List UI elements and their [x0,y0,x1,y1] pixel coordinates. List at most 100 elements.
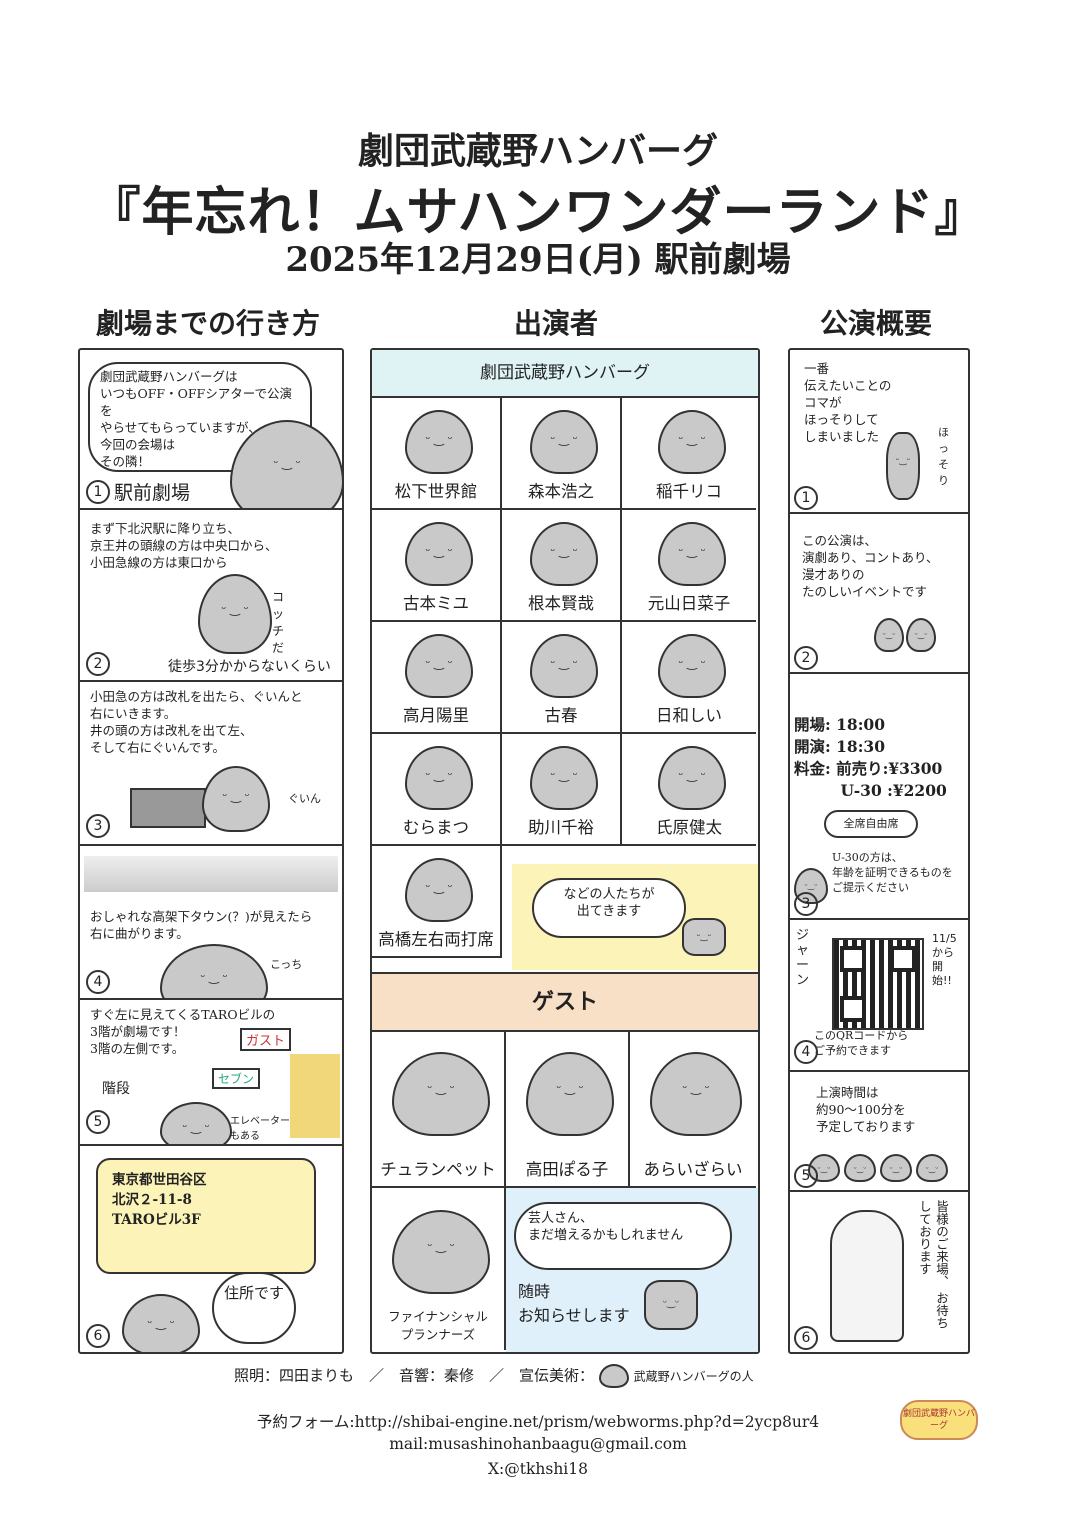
directions-text: 小田急の方は改札を出たら、ぐいんと 右にいきます。 井の頭の方は改札を出て左、 … [90,689,303,755]
mascot-icon: ᵕ ‿ ᵕ [530,746,598,810]
access-panel-3: 小田急の方は改札を出たら、ぐいんと 右にいきます。 井の頭の方は改札を出て左、 … [80,680,342,846]
overview-text: 一番 伝えたいことの コマが ほっそりして しまいました [804,361,892,444]
cast-member-name: 助川千裕 [528,818,594,837]
cast-member-name: 根本賢哉 [528,594,594,613]
credits-tail: 武蔵野ハンバーグの人 [633,1369,754,1384]
overview-text: 上演時間は 約90〜100分を 予定しております [816,1085,916,1134]
mascot-icon: ᵕ ‿ ᵕ [405,522,473,586]
reservation-form-link[interactable]: 予約フォーム:http://shibai-engine.net/prism/we… [256,1413,820,1431]
mascot-icon: ᵕ ‿ ᵕ [658,746,726,810]
mascot-icon [598,1364,629,1388]
mascot-icon: ᵕ ‿ ᵕ [658,410,726,474]
speech-bubble: 芸人さん、 まだ増えるかもしれません [514,1202,732,1270]
building-icon [290,1054,340,1138]
contact-mail[interactable]: mail:musashinohanbaagu@gmail.com [389,1435,687,1453]
mascot-icon: ᵕ ‿ ᵕ [202,766,270,832]
mascot-icon: ᵕ‿ᵕ [874,618,904,652]
others-panel: などの人たちが 出てきます ᵕ‿ᵕ [512,864,758,970]
access-panel-1: 劇団武蔵野ハンバーグは いつもOFF・OFFシアターで公演を やらせてもらってい… [80,350,342,510]
cast-member-name: 古春 [544,706,578,725]
mascot-icon: ᵕ‿ᵕ [916,1154,948,1182]
handwritten-label: ほっそり [938,426,949,487]
u30-note: U-30の方は、 年齢を証明できるものを ご提示ください [832,851,953,894]
person-illustration [830,1210,904,1342]
credits-text: 照明：四田まりも ／ 音響：秦修 ／ 宣伝美術： [234,1366,595,1385]
column-heading-cast: 出演者 [514,307,599,340]
mascot-icon: ᵕ ‿ ᵕ [658,634,726,698]
access-strip: 劇団武蔵野ハンバーグは いつもOFF・OFFシアターで公演を やらせてもらってい… [78,348,344,1354]
mascot-icon: ᵕ‿ᵕ [844,1154,876,1182]
access-panel-5: すぐ左に見えてくるTAROビルの 3階が劇場です！ 3階の左側です。 ガスト セ… [80,998,342,1146]
cast-member-name: 高橋左右両打席 [378,930,494,949]
mascot-icon: ᵕ ‿ ᵕ [530,410,598,474]
directions-text: おしゃれな高架下タウン(？)が見えたら 右に曲がります。 [90,909,313,941]
handwritten-label: 11/5から開始!! [932,932,957,987]
overview-panel-1: 一番 伝えたいことの コマが ほっそりして しまいました ᵕ‿ᵕ ほっそり 1 [790,350,968,514]
overview-text: 皆様のご来場、 お待ちしております [917,1200,949,1329]
panel-number: 4 [86,970,110,994]
cast-company-banner: 劇団武蔵野ハンバーグ [372,350,758,398]
cast-member-name: 稲千リコ [656,482,722,501]
show-date-venue: 2025年12月29日(月) 駅前劇場 [285,240,791,280]
company-name: 劇団武蔵野ハンバーグ [357,130,718,172]
guest-name: チュランペット [380,1160,496,1179]
panel-number: 1 [86,480,110,504]
mascot-icon: ᵕ ‿ ᵕ [160,944,268,998]
guest-card: ᵕ ‿ ᵕ チュランペット [372,1030,506,1188]
credits-line: 照明：四田まりも ／ 音響：秦修 ／ 宣伝美術： 武蔵野ハンバーグの人 [234,1364,754,1388]
mascot-icon: ᵕ ‿ ᵕ [530,634,598,698]
panel-number: 3 [86,814,110,838]
x-account[interactable]: X:@tkhshi18 [488,1460,588,1478]
mascot-icon: ᵕ ‿ ᵕ [405,634,473,698]
panel-number: 1 [794,486,818,510]
cast-member-name: 日和しい [656,706,722,725]
mascot-icon: ᵕ ‿ ᵕ [658,522,726,586]
sign-gusto: ガスト [240,1028,292,1051]
cast-member-name: むらまつ [403,818,469,837]
mascot-icon: ᵕ‿ᵕ [644,1280,698,1330]
handwritten-label: 随時 お知らせします [518,1282,630,1325]
panel-number: 6 [86,1324,110,1348]
guest-extra-panel: 芸人さん、 まだ増えるかもしれません 随時 お知らせします ᵕ‿ᵕ [506,1188,758,1352]
access-panel-6: 東京都世田谷区 北沢２-11-8 TAROビル3F ᵕ ‿ ᵕ 住所です 6 [80,1144,342,1352]
cast-member-name: 森本浩之 [528,482,594,501]
panel-number: 2 [794,646,818,670]
cast-member-card: ᵕ ‿ ᵕ 森本浩之 [502,398,622,510]
cast-member-card: ᵕ ‿ ᵕ 氏原健太 [622,734,756,846]
cast-member-name: 氏原健太 [656,818,722,837]
guest-name: ファイナンシャル プランナーズ [388,1309,488,1342]
column-heading-overview: 公演概要 [820,307,933,340]
handwritten-label: 徒歩3分かからないくらい [168,659,331,675]
mascot-icon: ᵕ‿ᵕ [880,1154,912,1182]
panel-number: 4 [794,1040,818,1064]
qr-code[interactable] [832,938,924,1030]
sign-seven: セブン [212,1068,261,1089]
overview-panel-5: 上演時間は 約90〜100分を 予定しております ᵕ‿ᵕ ᵕ‿ᵕ ᵕ‿ᵕ ᵕ‿ᵕ… [790,1070,968,1192]
guest-name: 高田ぽる子 [525,1160,609,1179]
mascot-icon: ᵕ ‿ ᵕ [392,1052,490,1136]
handwritten-label: 階段 [102,1081,130,1097]
station-gate-icon [130,788,206,828]
show-title: 『年忘れ！ムサハンワンダーランド』 [88,182,988,243]
mascot-icon: ᵕ ‿ ᵕ [650,1052,742,1136]
panel-number: 5 [794,1164,818,1188]
cast-member-card: ᵕ ‿ ᵕ 助川千裕 [502,734,622,846]
overview-panel-4: ジャーン 11/5から開始!! このQRコードから ご予約できます 4 [790,918,968,1072]
guest-banner: ゲスト [372,972,758,1032]
show-info: 開場: 18:00 開演: 18:30 料金: 前売り:¥3300 U-30 :… [794,715,947,800]
directions-text: まず下北沢駅に降り立ち、 京王井の頭線の方は中央口から、 小田急線の方は東口から [90,521,278,570]
handwritten-label: コッチだ [272,590,285,655]
overview-panel-3: 開場: 18:00 開演: 18:30 料金: 前売り:¥3300 U-30 :… [790,672,968,920]
cast-member-card: ᵕ ‿ ᵕ 稲千リコ [622,398,756,510]
